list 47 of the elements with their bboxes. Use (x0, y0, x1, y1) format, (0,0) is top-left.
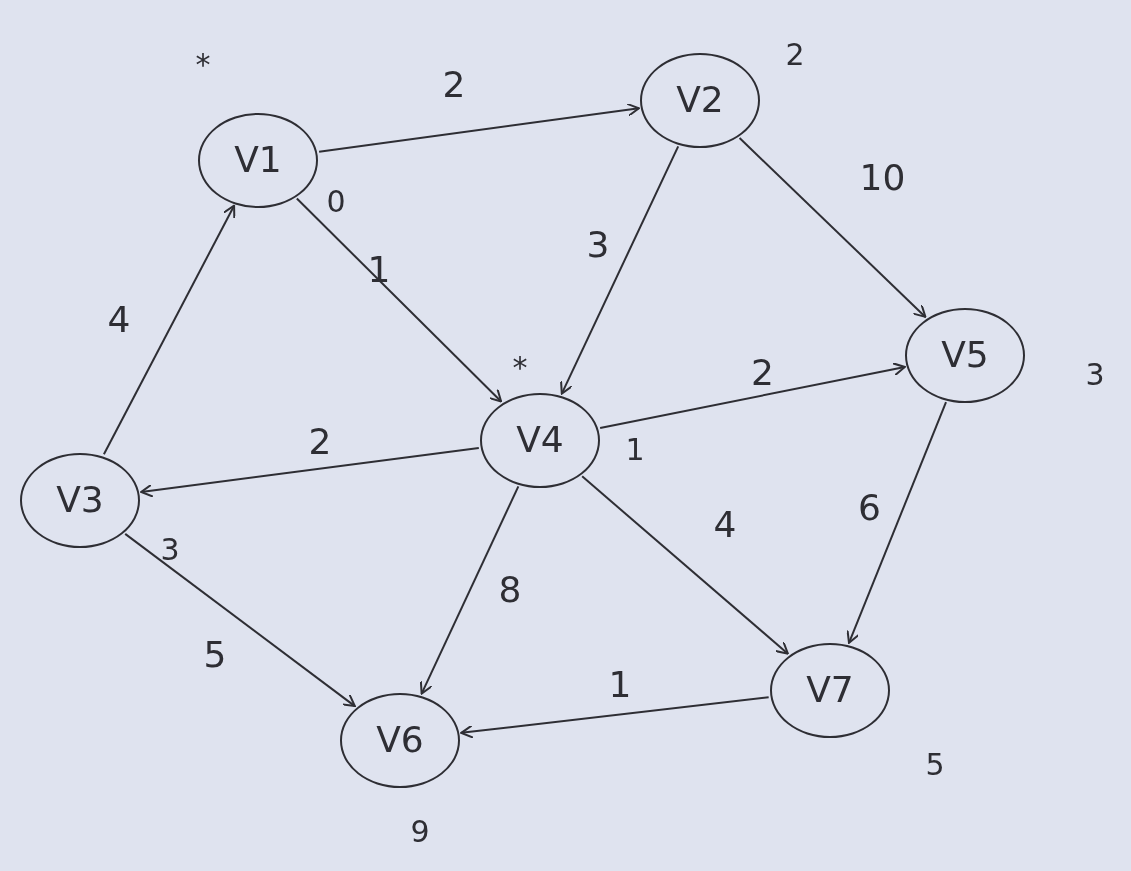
vertex-annotation: 0 (326, 187, 346, 217)
vertex-label: V2 (676, 82, 724, 118)
vertex-label: V6 (376, 722, 424, 758)
edge-label: 1 (608, 667, 632, 703)
vertex-circle (905, 307, 1025, 403)
vertex-circle (198, 112, 318, 208)
edge-label: 2 (751, 354, 774, 391)
arrow (419, 485, 520, 695)
edge-label: 3 (586, 227, 610, 263)
edge-label: 8 (498, 572, 522, 608)
edge-label: 4 (713, 507, 737, 543)
edge-label: 5 (203, 637, 227, 673)
vertex-label: V4 (516, 422, 564, 458)
edge-label: 10 (859, 159, 906, 196)
vertex-label: V3 (56, 482, 104, 518)
edge-label: 6 (858, 489, 881, 526)
arrow (102, 204, 236, 456)
edge-label: 4 (107, 302, 131, 338)
arrow (318, 102, 640, 153)
vertex-annotation: 2 (785, 40, 805, 70)
vertex-annotation: 3 (1085, 360, 1105, 390)
vertex-circle (20, 452, 140, 548)
vertex-annotation: 3 (160, 535, 180, 565)
vertex-annotation: 1 (625, 435, 645, 465)
vertex-circle (640, 52, 760, 148)
edge-label: 2 (308, 424, 332, 460)
vertex-annotation: 9 (410, 817, 430, 847)
vertex-annotation: * (512, 353, 528, 383)
arrow (581, 475, 789, 655)
arrow (846, 401, 947, 644)
arrow (738, 137, 927, 318)
vertex-annotation: 5 (925, 750, 945, 780)
edge-label: 1 (367, 252, 391, 288)
arrow (124, 532, 356, 708)
arrow (295, 197, 503, 403)
vertex-circle (340, 692, 460, 788)
edge-label: 2 (442, 67, 466, 103)
vertex-label: V5 (941, 337, 989, 373)
arrow (140, 447, 480, 498)
arrow (460, 696, 770, 739)
vertex-circle (480, 392, 600, 488)
arrow (560, 145, 680, 395)
vertex-circle (770, 642, 890, 738)
vertex-label: V1 (234, 142, 282, 178)
vertex-label: V7 (806, 672, 854, 708)
vertex-annotation: * (195, 50, 211, 80)
arrow (599, 362, 906, 429)
